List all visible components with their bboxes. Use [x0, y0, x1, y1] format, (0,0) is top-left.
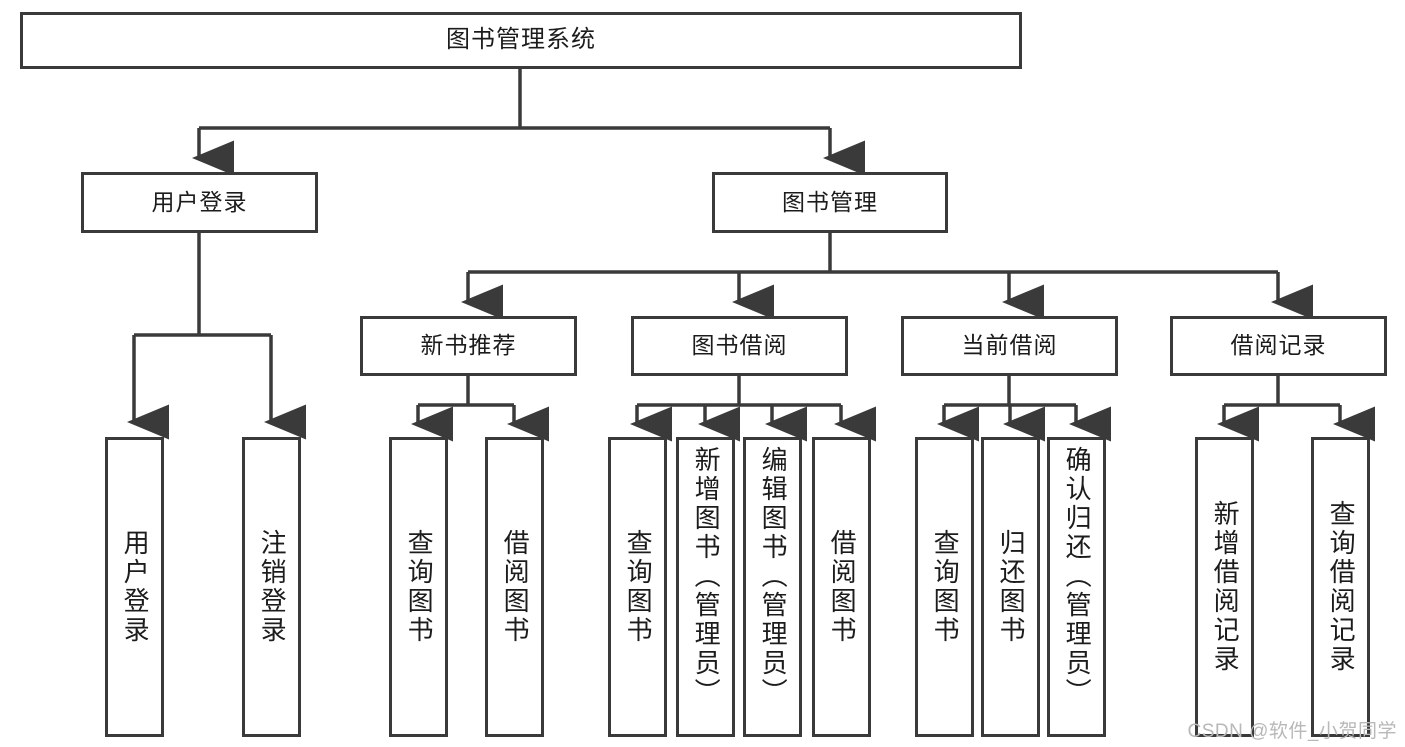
csdn-watermark: CSDN @软件_小贺同学	[1187, 721, 1397, 742]
node-label: 图书借阅	[691, 332, 788, 359]
node-book-borrow[interactable]: 图书借阅	[631, 316, 848, 376]
leaf-return-book[interactable]: 归还图书	[981, 437, 1040, 737]
node-label: 查询借阅记录	[1326, 500, 1357, 674]
node-label: 用户登录	[151, 188, 248, 215]
leaf-user-login[interactable]: 用户登录	[105, 437, 164, 737]
node-root-system[interactable]: 图书管理系统	[20, 12, 1022, 69]
node-label: 查询图书	[930, 529, 961, 645]
node-label: 借阅记录	[1230, 332, 1327, 359]
node-user-login[interactable]: 用户登录	[81, 172, 318, 233]
node-label: 新增图书（管理员）	[691, 446, 722, 707]
node-new-book-recommend[interactable]: 新书推荐	[360, 316, 577, 376]
leaf-add-borrow-record[interactable]: 新增借阅记录	[1195, 437, 1254, 737]
node-label: 借阅图书	[500, 529, 531, 645]
leaf-edit-book[interactable]: 编辑图书（管理员）	[743, 437, 802, 737]
leaf-query-book-borrow[interactable]: 查询图书	[608, 437, 667, 737]
leaf-query-borrow-record[interactable]: 查询借阅记录	[1311, 437, 1370, 737]
leaf-confirm-return[interactable]: 确认归还（管理员）	[1047, 437, 1106, 737]
leaf-add-book[interactable]: 新增图书（管理员）	[676, 437, 735, 737]
node-label: 当前借阅	[961, 332, 1058, 359]
node-label: 用户登录	[120, 529, 151, 645]
node-label: 图书管理系统	[446, 26, 596, 54]
node-label: 新增借阅记录	[1210, 500, 1241, 674]
leaf-query-book-current[interactable]: 查询图书	[915, 437, 974, 737]
leaf-query-book-recommend[interactable]: 查询图书	[389, 437, 448, 737]
node-label: 借阅图书	[827, 529, 858, 645]
leaf-borrow-book-recommend[interactable]: 借阅图书	[485, 437, 544, 737]
node-borrow-record[interactable]: 借阅记录	[1170, 316, 1387, 376]
node-label: 查询图书	[623, 529, 654, 645]
leaf-logout-login[interactable]: 注销登录	[242, 437, 301, 737]
node-label: 归还图书	[996, 529, 1027, 645]
node-current-borrow[interactable]: 当前借阅	[901, 316, 1118, 376]
node-book-manage[interactable]: 图书管理	[712, 172, 948, 233]
node-label: 查询图书	[404, 529, 435, 645]
node-label: 注销登录	[257, 529, 288, 645]
node-label: 编辑图书（管理员）	[758, 446, 789, 707]
node-label: 图书管理	[782, 188, 878, 215]
node-label: 新书推荐	[420, 332, 517, 359]
leaf-borrow-book-borrow[interactable]: 借阅图书	[812, 437, 871, 737]
node-label: 确认归还（管理员）	[1062, 446, 1093, 707]
